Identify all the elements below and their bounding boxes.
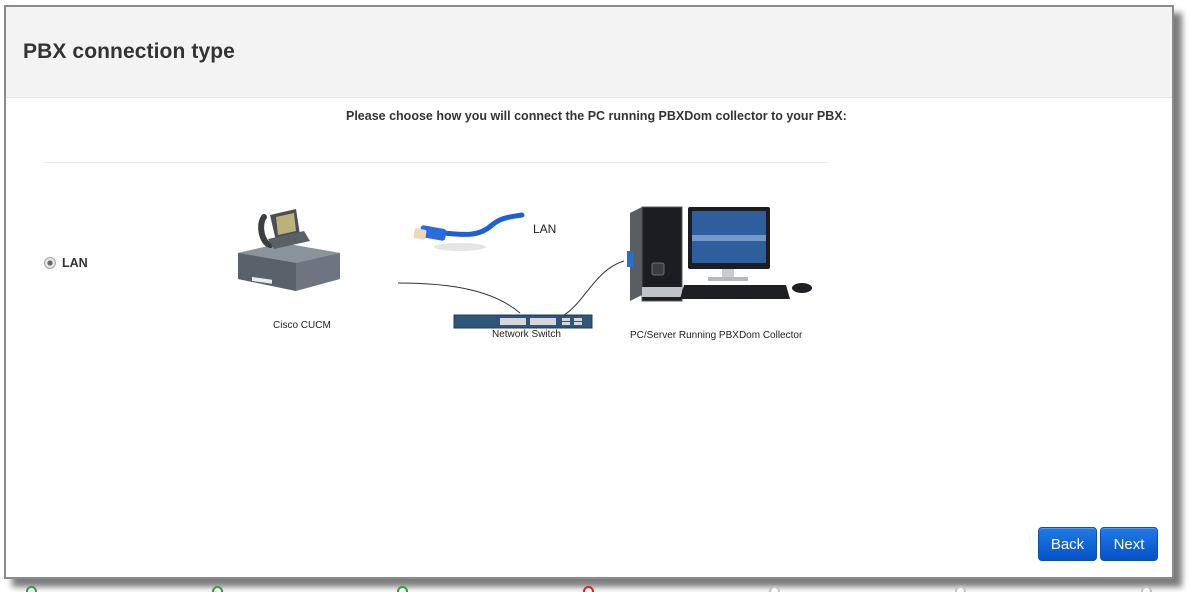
step-dot-pending [955, 586, 966, 592]
pc-caption: PC/Server Running PBXDom Collector [630, 330, 803, 341]
step-dot-pending [1141, 586, 1152, 592]
lan-cable-icon [413, 212, 525, 251]
keyboard-icon [680, 285, 790, 299]
wizard-panel: PBX connection type Please choose how yo… [4, 5, 1174, 579]
page-title: PBX connection type [23, 40, 235, 63]
option-lan[interactable]: LAN [44, 256, 88, 270]
lan-cable-caption: LAN [533, 222, 557, 236]
step-dot-complete [26, 586, 37, 592]
monitor-icon [688, 207, 770, 281]
lan-radio[interactable] [44, 257, 56, 269]
next-button[interactable]: Next [1100, 527, 1158, 561]
network-switch-icon [453, 314, 593, 329]
instruction-text: Please choose how you will connect the P… [346, 109, 847, 123]
cisco-cucm-caption: Cisco CUCM [273, 320, 331, 331]
pc-tower-icon [627, 206, 683, 302]
option-lan-label: LAN [62, 256, 88, 270]
back-button[interactable]: Back [1038, 527, 1097, 561]
panel-header: PBX connection type [6, 7, 1172, 98]
mouse-icon [792, 283, 812, 293]
step-dot-complete [397, 586, 408, 592]
cucm-to-switch-cable [397, 282, 521, 314]
step-dot-pending [769, 586, 780, 592]
divider [44, 162, 828, 163]
lan-diagram: Cisco CUCM LAN Network Switch PC/Server … [224, 195, 824, 345]
step-dot-complete [212, 586, 223, 592]
step-dot-current [583, 586, 594, 592]
step-indicator [0, 586, 1200, 592]
network-switch-caption: Network Switch [492, 329, 561, 340]
cisco-cucm-icon [238, 209, 340, 291]
lan-diagram-graphic [238, 206, 812, 329]
switch-to-pc-cable [563, 260, 625, 316]
